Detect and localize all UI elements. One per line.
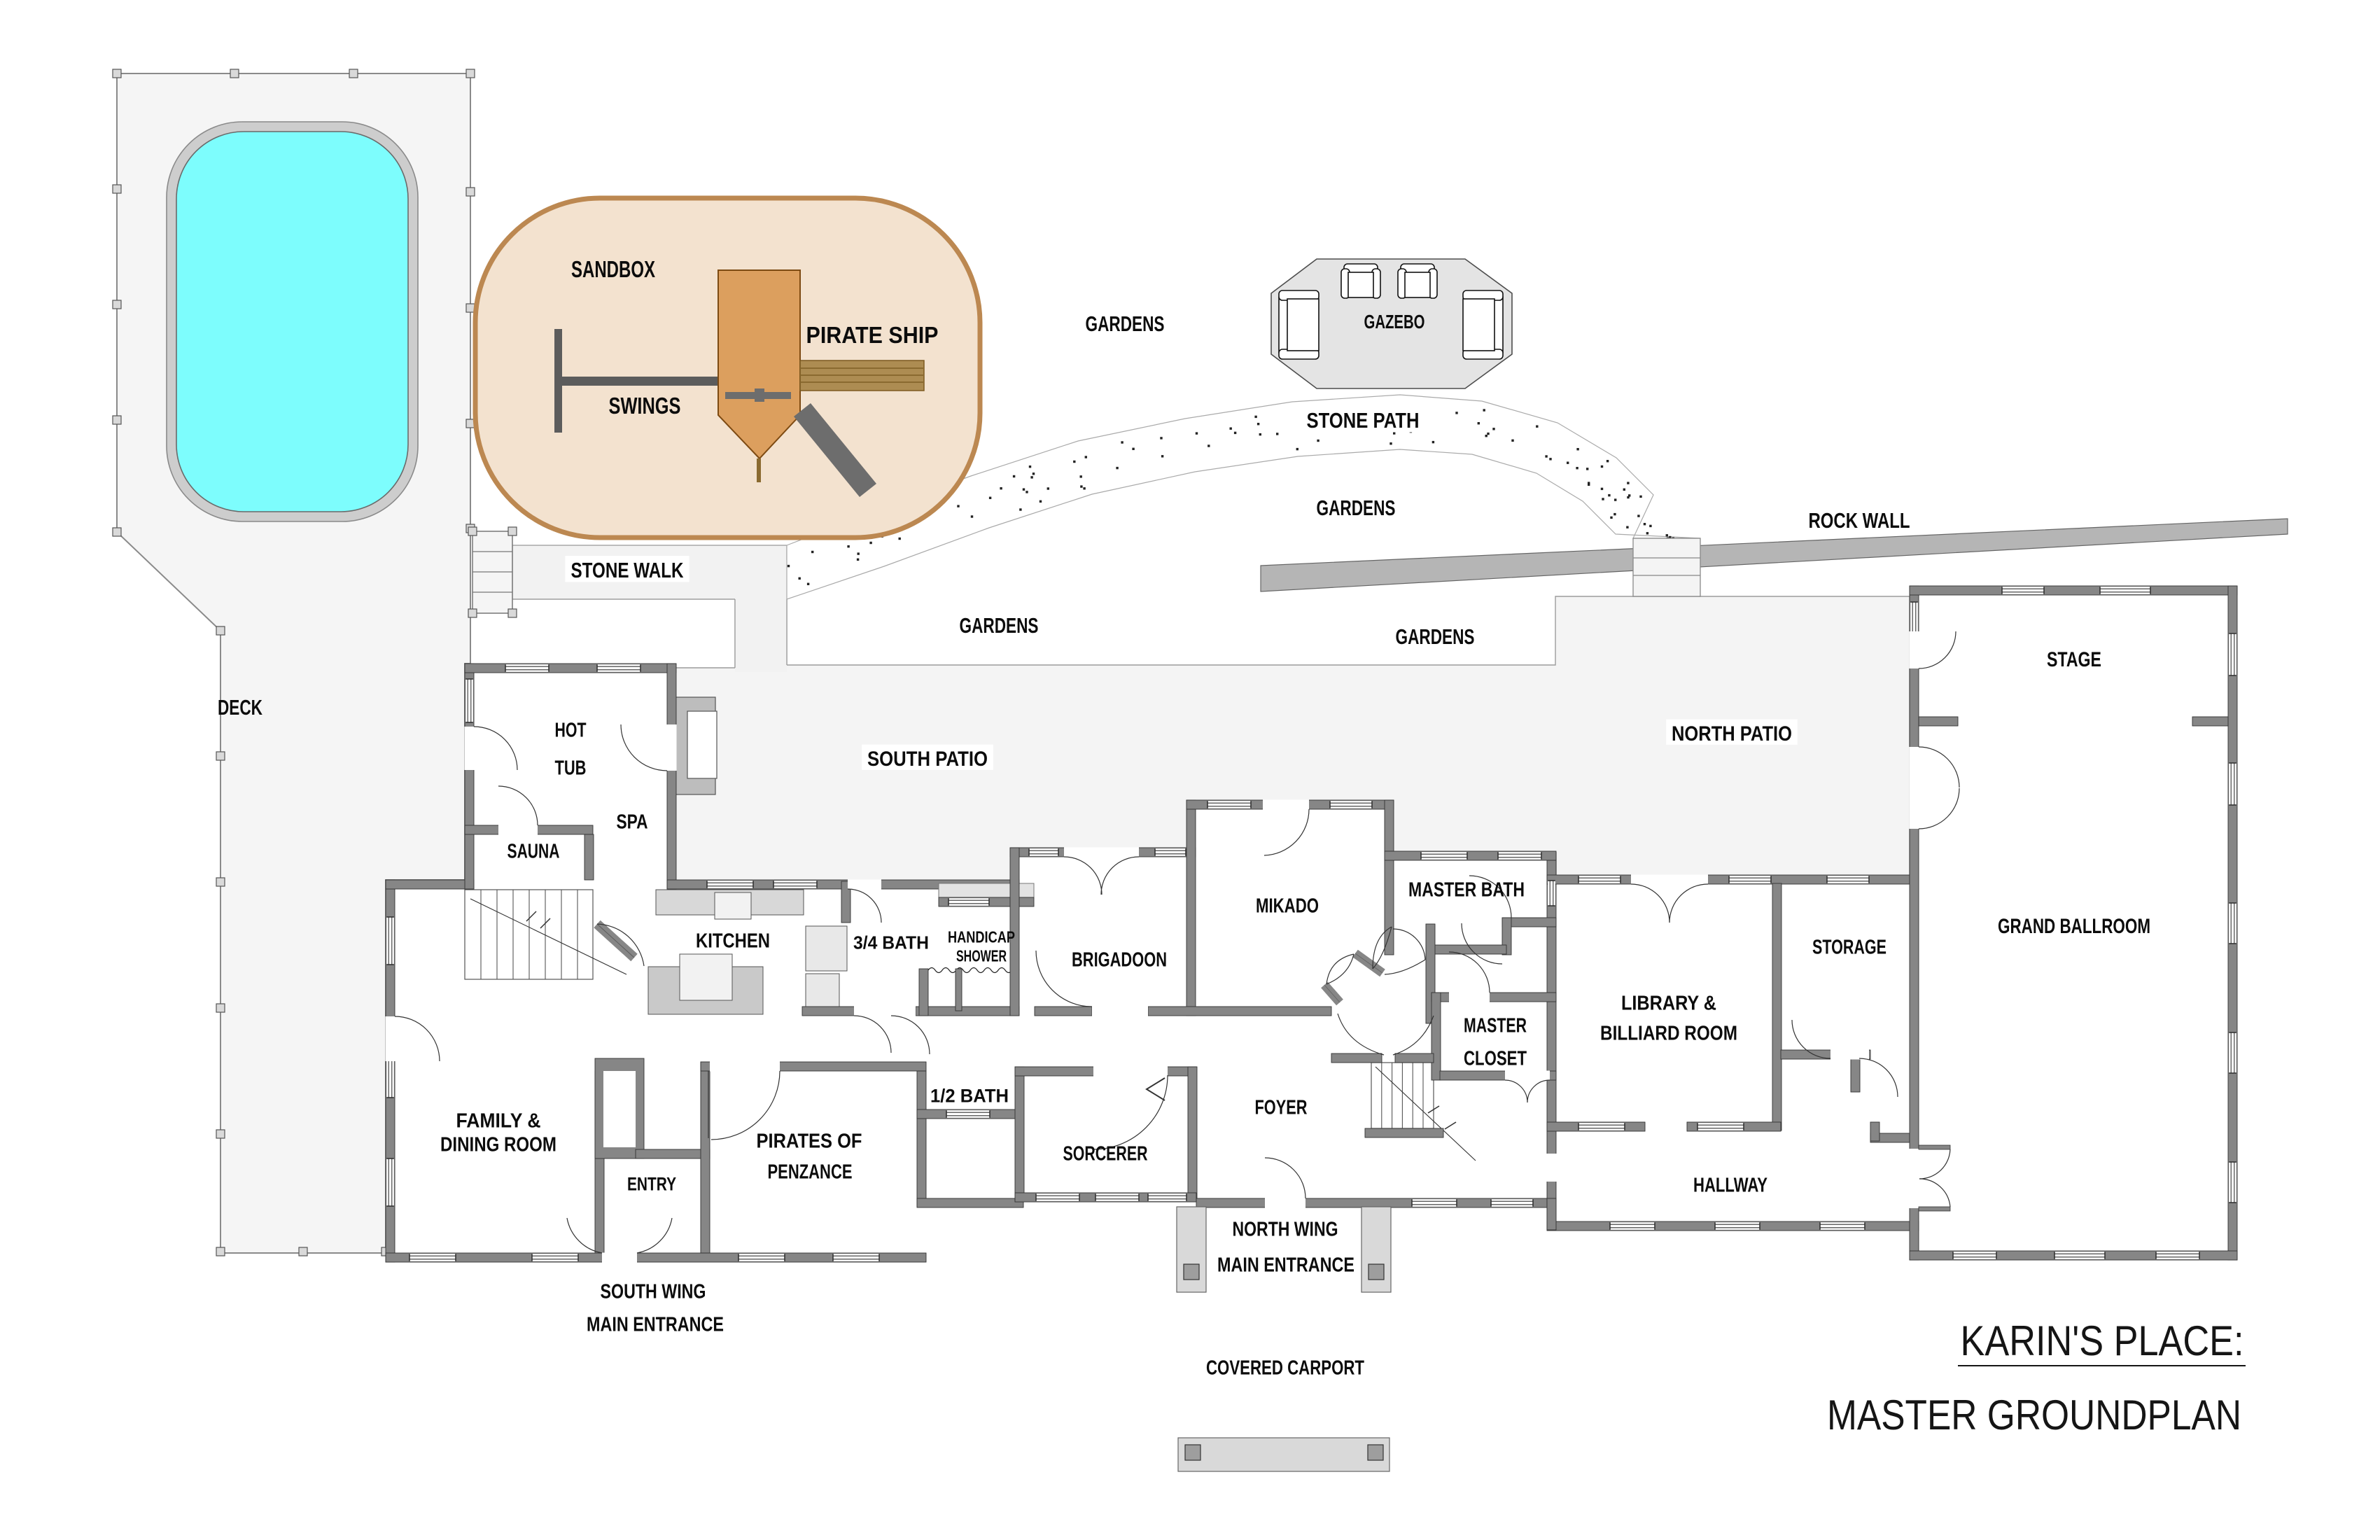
svg-text:PENZANCE: PENZANCE	[768, 1161, 853, 1183]
svg-text:SOUTH WING: SOUTH WING	[601, 1280, 706, 1303]
svg-text:GARDENS: GARDENS	[1396, 624, 1475, 649]
svg-text:1/2 BATH: 1/2 BATH	[930, 1086, 1009, 1107]
svg-text:3/4 BATH: 3/4 BATH	[853, 932, 929, 953]
svg-text:TUB: TUB	[555, 757, 587, 779]
svg-text:CLOSET: CLOSET	[1464, 1047, 1527, 1070]
svg-text:HOT: HOT	[555, 719, 587, 741]
svg-text:BRIGADOON: BRIGADOON	[1072, 948, 1167, 971]
svg-text:KARIN'S PLACE:: KARIN'S PLACE:	[1961, 1317, 2244, 1364]
svg-text:SANDBOX: SANDBOX	[571, 256, 655, 282]
svg-text:MAIN ENTRANCE: MAIN ENTRANCE	[1217, 1254, 1354, 1276]
svg-text:BILLIARD ROOM: BILLIARD ROOM	[1600, 1022, 1737, 1044]
svg-text:ENTRY: ENTRY	[627, 1174, 676, 1195]
svg-text:SAUNA: SAUNA	[507, 840, 560, 862]
svg-text:COVERED CARPORT: COVERED CARPORT	[1206, 1357, 1364, 1379]
svg-text:FOYER: FOYER	[1255, 1096, 1308, 1119]
svg-text:SWINGS: SWINGS	[609, 393, 681, 419]
svg-text:GAZEBO: GAZEBO	[1364, 311, 1425, 332]
svg-text:DECK: DECK	[218, 695, 262, 720]
svg-text:SHOWER: SHOWER	[956, 946, 1007, 965]
svg-text:HANDICAP: HANDICAP	[948, 927, 1015, 946]
svg-text:STAGE: STAGE	[2047, 648, 2101, 671]
svg-text:GARDENS: GARDENS	[1317, 496, 1396, 520]
svg-text:SPA: SPA	[617, 811, 648, 833]
svg-text:SOUTH PATIO: SOUTH PATIO	[867, 748, 988, 771]
svg-text:MAIN ENTRANCE: MAIN ENTRANCE	[587, 1313, 724, 1336]
svg-text:MASTER: MASTER	[1464, 1014, 1527, 1037]
svg-text:ROCK WALL: ROCK WALL	[1809, 508, 1910, 533]
svg-text:PIRATES OF: PIRATES OF	[757, 1130, 862, 1152]
svg-text:MASTER BATH: MASTER BATH	[1408, 878, 1525, 901]
svg-text:LIBRARY &: LIBRARY &	[1621, 992, 1716, 1014]
svg-text:STONE WALK: STONE WALK	[571, 558, 684, 582]
svg-text:MASTER GROUNDPLAN: MASTER GROUNDPLAN	[1827, 1392, 2241, 1438]
svg-text:KITCHEN: KITCHEN	[696, 930, 770, 952]
svg-text:HALLWAY: HALLWAY	[1693, 1174, 1768, 1196]
svg-text:STONE PATH: STONE PATH	[1307, 408, 1420, 433]
svg-text:NORTH WING: NORTH WING	[1233, 1218, 1338, 1240]
svg-text:GRAND BALLROOM: GRAND BALLROOM	[1998, 915, 2150, 938]
svg-text:PIRATE SHIP: PIRATE SHIP	[806, 322, 939, 348]
svg-text:GARDENS: GARDENS	[1086, 312, 1165, 336]
svg-text:DINING ROOM: DINING ROOM	[440, 1133, 556, 1156]
svg-text:FAMILY &: FAMILY &	[456, 1110, 541, 1132]
svg-text:SORCERER: SORCERER	[1063, 1142, 1148, 1165]
svg-text:NORTH PATIO: NORTH PATIO	[1672, 722, 1792, 746]
svg-text:GARDENS: GARDENS	[960, 613, 1039, 638]
svg-text:MIKADO: MIKADO	[1256, 895, 1319, 917]
svg-text:STORAGE: STORAGE	[1812, 936, 1886, 958]
